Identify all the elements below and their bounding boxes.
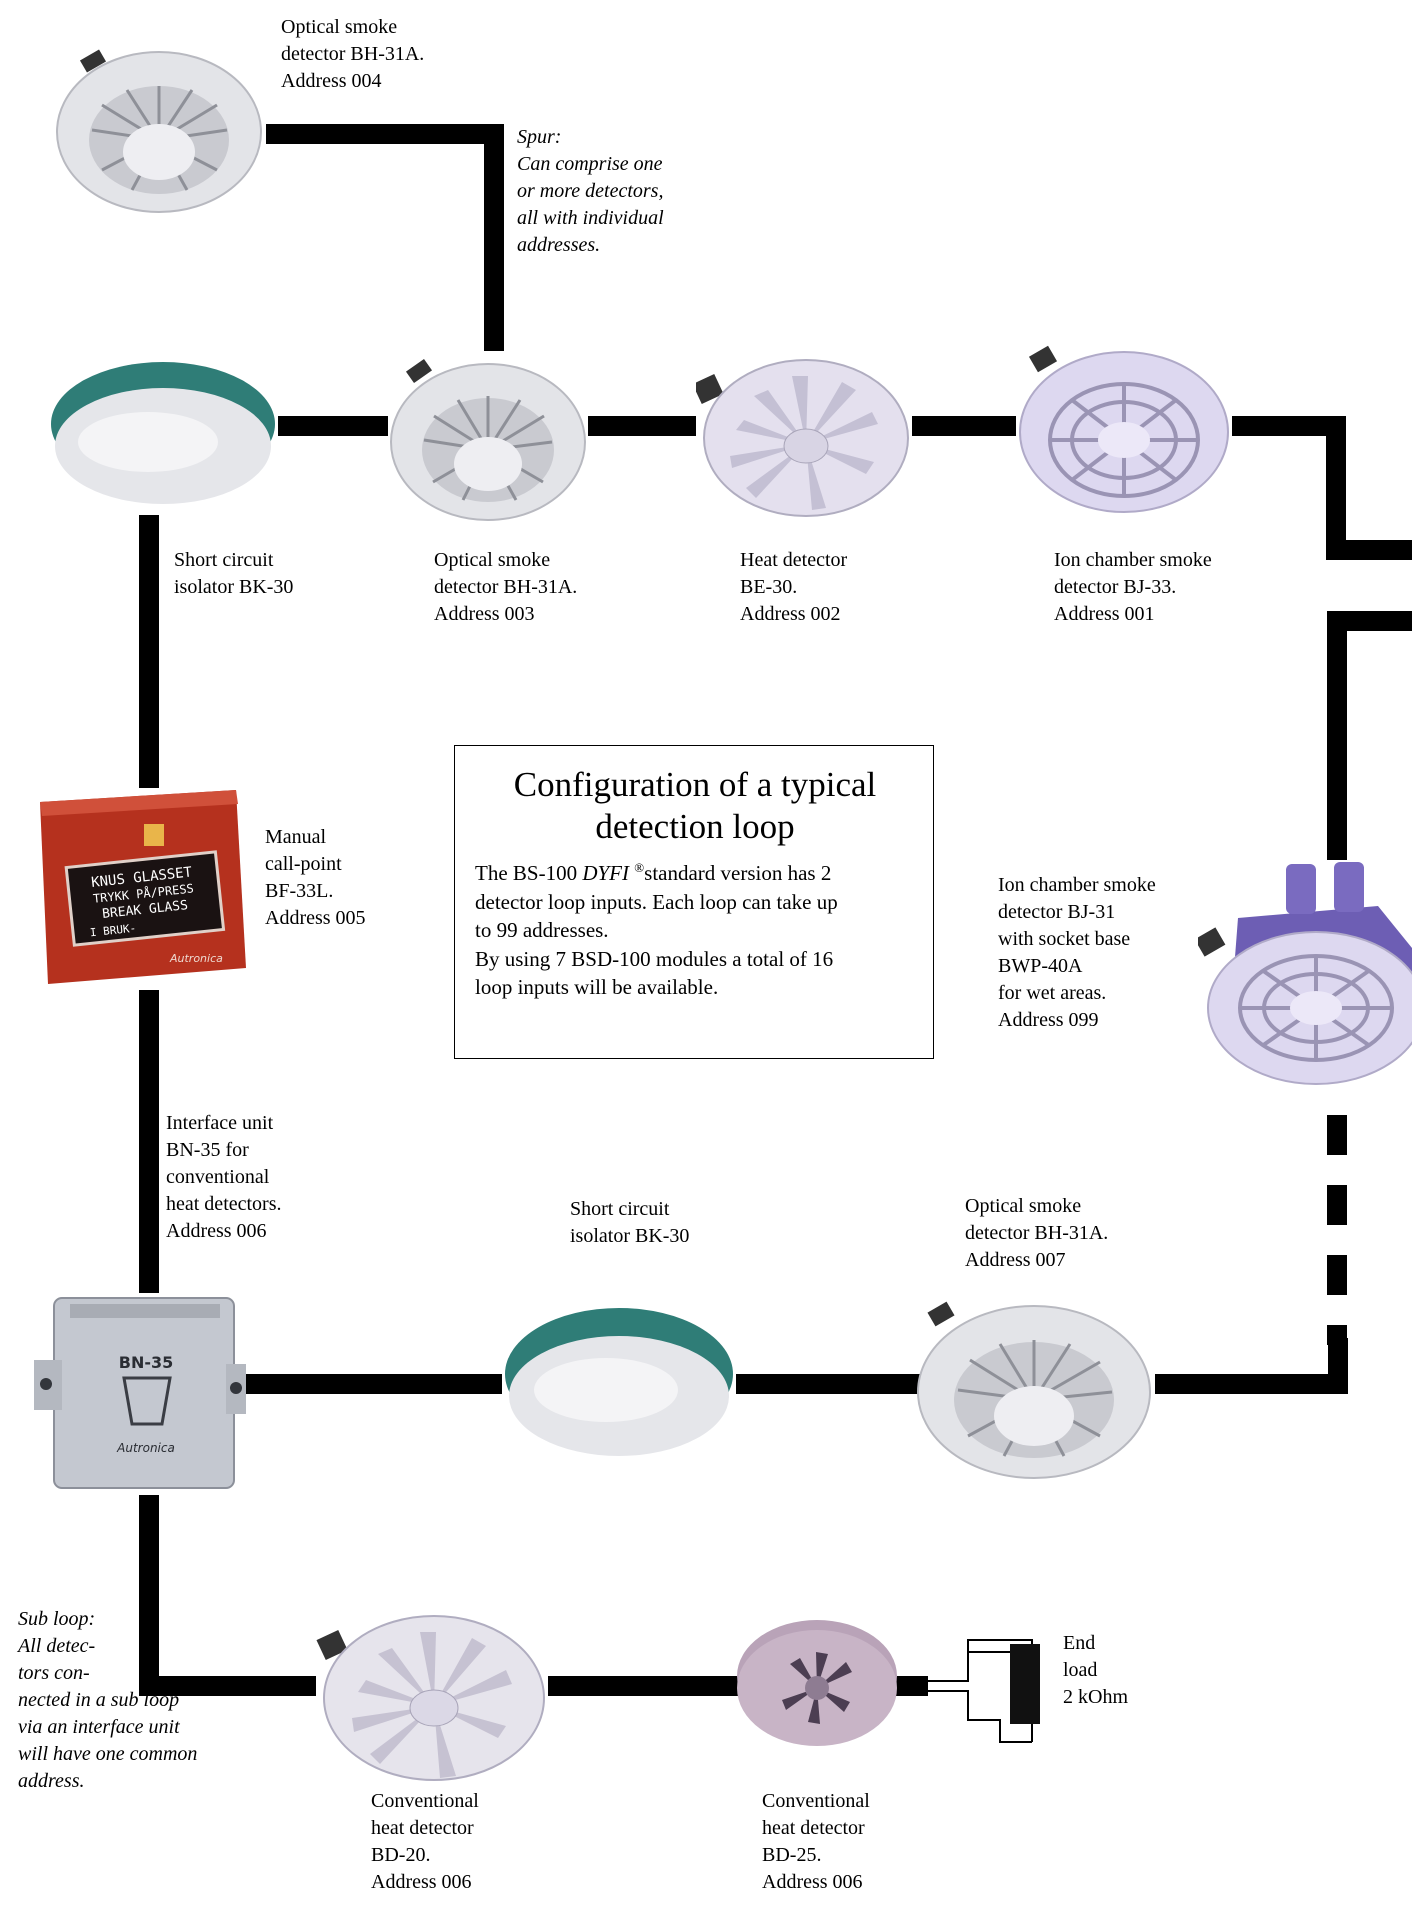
description-line-1-post: standard version has 2: [644, 861, 832, 885]
wire-optical007-right: [1155, 1338, 1348, 1394]
optical-smoke-detector-007: [917, 1301, 1151, 1479]
description-line-5: loop inputs will be available.: [475, 975, 719, 999]
registered-mark: ®: [634, 860, 645, 875]
label-isolator-bottom: Short circuit isolator BK-30: [570, 1198, 690, 1247]
description-line-2: detector loop inputs. Each loop can take…: [475, 889, 838, 914]
callpoint-brand: Autronica: [169, 952, 223, 965]
ion-chamber-smoke-detector-099: [1198, 862, 1412, 1085]
wire-right-upper: [1327, 611, 1412, 860]
conventional-heat-detector-bd20: [316, 1615, 545, 1781]
label-isolator-top: Short circuit isolator BK-30: [174, 549, 294, 598]
brand-name: DYFI: [582, 861, 629, 885]
callpoint-text-4: I BRUK-: [89, 922, 136, 940]
info-description: The BS-100 DYFI ®standard version has 2 …: [475, 854, 915, 1002]
dashed-wire: [1327, 1115, 1347, 1345]
description-line-1: The BS-100 DYFI ®standard version has 2: [475, 854, 915, 888]
diagram-title: Configuration of a typical detection loo…: [513, 765, 877, 846]
description-line-1-pre: The BS-100: [475, 861, 583, 885]
label-bd25-006: Conventional heat detector BD-25. Addres…: [762, 1790, 870, 1893]
info-box: Configuration of a typical detection loo…: [454, 745, 934, 1059]
conventional-heat-detector-bd25: [737, 1620, 897, 1746]
optical-smoke-detector-003: [390, 358, 586, 521]
label-ion-001: Ion chamber smoke detector BJ-33. Addres…: [1054, 549, 1212, 625]
label-interface-006: Interface unit BN-35 for conventional he…: [166, 1112, 282, 1242]
description-line-4: By using 7 BSD-100 modules a total of 16: [475, 946, 834, 971]
label-heat-002: Heat detector BE-30. Address 002: [740, 549, 848, 625]
description-line-3: to 99 addresses.: [475, 918, 609, 942]
label-end-load: End load 2 kOhm: [1063, 1632, 1128, 1708]
heat-detector-002: [696, 359, 909, 517]
manual-call-point-005: KNUS GLASSET TRYKK PÅ/PRESS BREAK GLASS …: [40, 790, 246, 984]
interface-unit-006: BN-35 Autronica: [34, 1297, 246, 1489]
label-callpoint-005: Manual call-point BF-33L. Address 005: [265, 826, 366, 929]
label-optical-004: Optical smoke detector BH-31A. Address 0…: [281, 16, 425, 92]
label-optical-007: Optical smoke detector BH-31A. Address 0…: [965, 1195, 1109, 1271]
interface-brand-text: Autronica: [116, 1441, 175, 1455]
short-circuit-isolator-top: [51, 362, 275, 504]
label-ion-099: Ion chamber smoke detector BJ-31 with so…: [998, 874, 1156, 1031]
optical-smoke-detector-004: [56, 49, 262, 213]
wire-ion001-right: [1232, 416, 1412, 560]
subloop-note: Sub loop: All detec- tors con- nected in…: [18, 1608, 198, 1792]
interface-model-text: BN-35: [119, 1353, 174, 1372]
flame-icon: [144, 824, 164, 846]
label-optical-003: Optical smoke detector BH-31A. Address 0…: [434, 549, 578, 625]
spur-wire: [266, 124, 504, 351]
label-bd20-006: Conventional heat detector BD-20. Addres…: [371, 1790, 479, 1893]
short-circuit-isolator-bottom: [505, 1308, 733, 1456]
resistor-body: [1010, 1644, 1040, 1724]
ion-chamber-smoke-detector-001: [1019, 345, 1229, 513]
wire-interface-subloop: [139, 1495, 316, 1696]
spur-note: Spur: Can comprise one or more detectors…: [517, 126, 664, 256]
